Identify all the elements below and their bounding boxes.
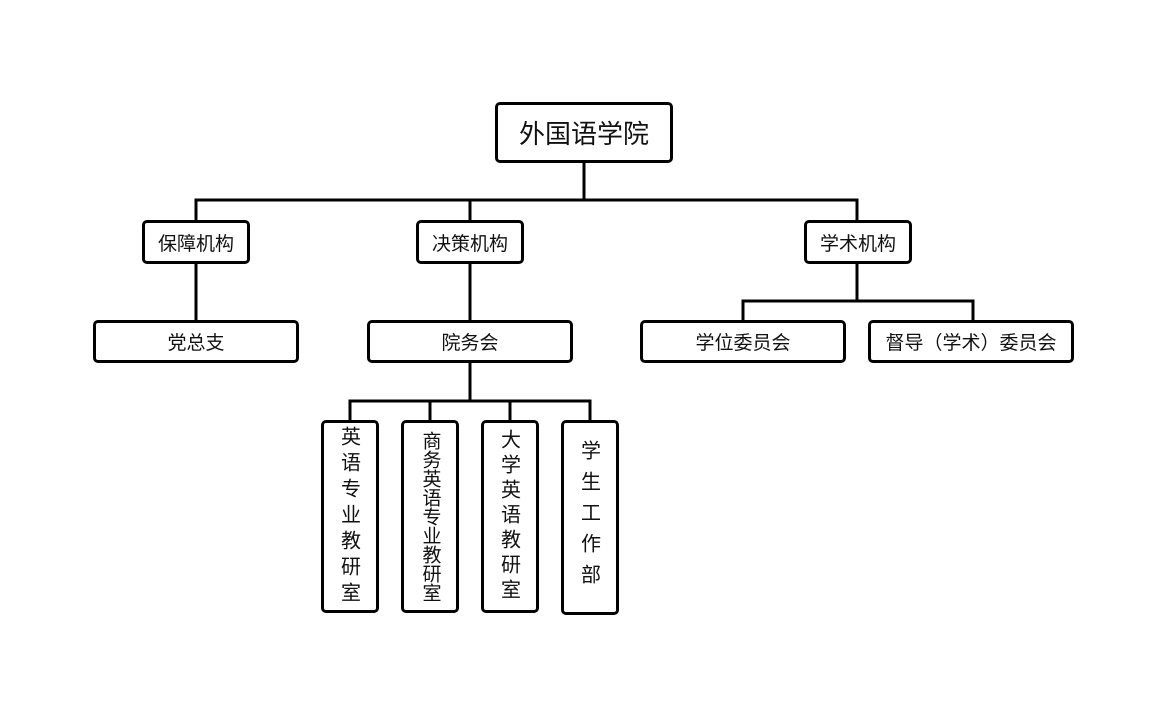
college-english-dept-label: 大学英语教研室 — [497, 429, 522, 604]
college-council-node[interactable]: 院务会 — [367, 320, 573, 363]
root-node[interactable]: 外国语学院 — [495, 102, 673, 163]
support-org-label: 保障机构 — [157, 232, 234, 255]
supervision-committee-label: 督导（学术）委员会 — [885, 332, 1057, 354]
decision-org-label: 决策机构 — [431, 232, 508, 255]
business-english-dept-node[interactable]: 商务英语专业教研室 — [401, 420, 459, 613]
decision-org-node[interactable]: 决策机构 — [416, 220, 524, 264]
root-label: 外国语学院 — [518, 120, 649, 150]
business-english-dept-label: 商务英语专业教研室 — [419, 431, 442, 602]
english-dept-node[interactable]: 英语专业教研室 — [321, 420, 379, 613]
degree-committee-label: 学位委员会 — [695, 332, 791, 354]
party-branch-node[interactable]: 党总支 — [93, 320, 299, 363]
college-english-dept-node[interactable]: 大学英语教研室 — [481, 420, 539, 613]
academic-org-node[interactable]: 学术机构 — [804, 220, 912, 264]
english-dept-label: 英语专业教研室 — [337, 425, 362, 608]
student-affairs-node[interactable]: 学生工作部 — [561, 420, 619, 615]
supervision-committee-node[interactable]: 督导（学术）委员会 — [868, 320, 1074, 363]
academic-org-label: 学术机构 — [819, 232, 896, 255]
support-org-node[interactable]: 保障机构 — [142, 220, 250, 264]
college-council-label: 院务会 — [441, 332, 499, 354]
party-branch-label: 党总支 — [167, 332, 225, 354]
degree-committee-node[interactable]: 学位委员会 — [640, 320, 846, 363]
student-affairs-label: 学生工作部 — [577, 440, 602, 595]
